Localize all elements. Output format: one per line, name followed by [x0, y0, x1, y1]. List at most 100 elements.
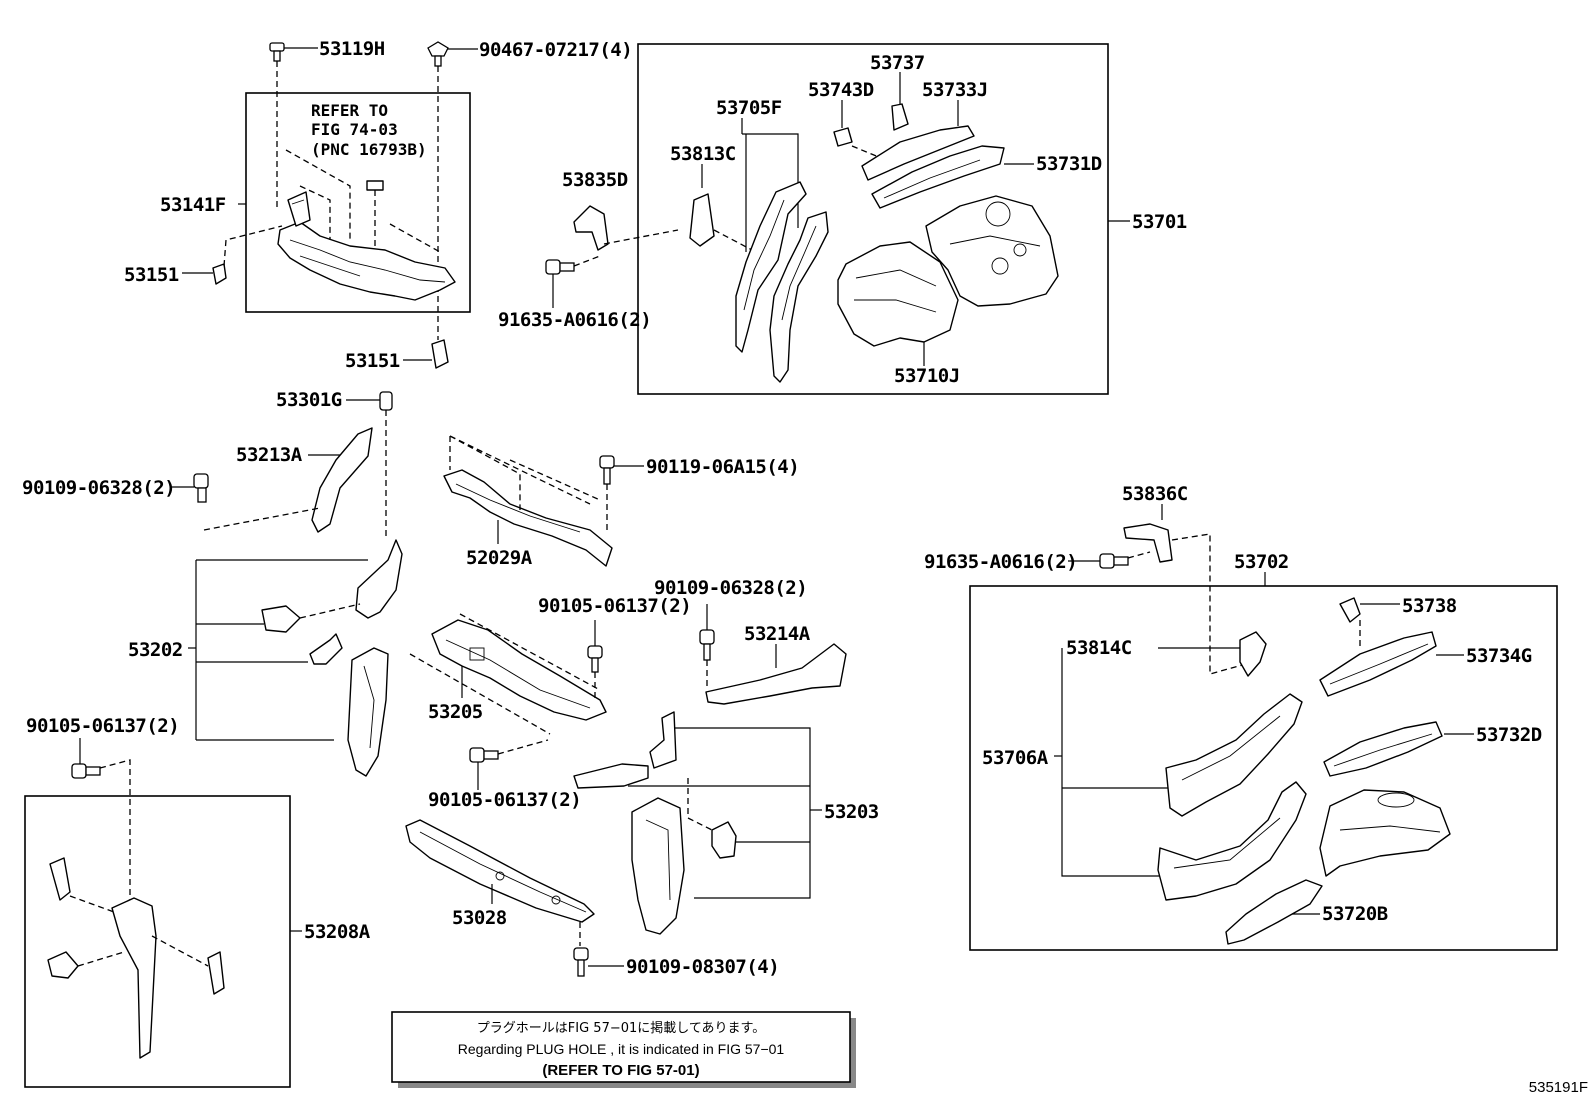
part-53737: [891, 103, 909, 131]
refer-line-1: REFER TO: [311, 101, 388, 120]
part-53203-c: [631, 797, 685, 935]
part-53028: [405, 819, 595, 923]
part-53835D: [573, 205, 609, 251]
label-90109-06328-right: 90109-06328(2): [654, 577, 807, 599]
part-53814C: [1239, 631, 1267, 677]
part-53733J: [861, 125, 975, 181]
part-53738: [1339, 597, 1361, 623]
label-53734G: 53734G: [1466, 645, 1532, 667]
label-53836C: 53836C: [1122, 483, 1188, 505]
part-53141F: [277, 191, 456, 301]
part-53731D: [871, 145, 1005, 209]
part-53208A-d: [207, 951, 225, 995]
bolt-90105-06137-center-icon: [587, 645, 603, 673]
part-53701-tower: [925, 195, 1059, 307]
refer-patch: [366, 180, 384, 191]
bolt-91635-A0616-right-icon: [1099, 553, 1129, 569]
part-52029A: [443, 469, 613, 567]
label-90105-06137-left: 90105-06137(2): [26, 715, 179, 737]
label-53301G: 53301G: [276, 389, 342, 411]
part-53743D: [833, 127, 853, 147]
bolt-90119-06A15-icon: [599, 455, 615, 485]
label-53028: 53028: [452, 907, 507, 929]
part-53705F-right: [769, 211, 829, 383]
label-53701: 53701: [1132, 211, 1187, 233]
part-53208A-b: [111, 897, 157, 1059]
bolt-90105-06137-left-icon: [71, 763, 101, 779]
bolt-53119H-icon: [269, 42, 285, 62]
label-53835D: 53835D: [562, 169, 628, 191]
part-53836C: [1123, 523, 1173, 563]
clip-90467-icon: [427, 41, 449, 67]
part-53720B: [1225, 879, 1323, 945]
label-53733J: 53733J: [922, 79, 988, 101]
refer-line-3: (PNC 16793B): [311, 140, 427, 159]
part-53301G: [379, 391, 393, 411]
label-90105-06137-center: 90105-06137(2): [538, 595, 691, 617]
label-53119H: 53119H: [319, 38, 385, 60]
label-53706A: 53706A: [982, 747, 1049, 769]
note-en: Regarding PLUG HOLE , it is indicated in…: [458, 1041, 785, 1057]
bolt-90109-08307-icon: [573, 947, 589, 977]
group-box-53208A: [24, 795, 291, 1088]
label-53813C: 53813C: [670, 143, 736, 165]
label-91635-A0616-right: 91635-A0616(2): [924, 551, 1077, 573]
label-53743D: 53743D: [808, 79, 874, 101]
part-53151-left: [212, 263, 227, 285]
part-53734G: [1319, 631, 1437, 697]
label-90109-08307: 90109-08307(4): [626, 956, 779, 978]
label-53203: 53203: [824, 801, 879, 823]
note-ref: (REFER TO FIG 57-01): [542, 1062, 699, 1079]
figure-id: 535191F: [1529, 1079, 1588, 1096]
part-53202-b: [261, 605, 301, 633]
label-90467-07217: 90467-07217(4): [479, 39, 632, 61]
bolt-90109-06328-left-icon: [193, 473, 209, 503]
label-53202: 53202: [128, 639, 183, 661]
part-53702-tower: [1319, 789, 1451, 877]
part-53706A-lower: [1157, 781, 1307, 901]
label-53737: 53737: [870, 52, 925, 74]
part-53203-b: [573, 763, 649, 789]
bolt-91635-A0616-icon: [545, 259, 575, 275]
label-53710J: 53710J: [894, 365, 960, 387]
label-53731D: 53731D: [1036, 153, 1102, 175]
label-91635-A0616-top: 91635-A0616(2): [498, 309, 651, 331]
part-53813C: [689, 193, 715, 247]
label-53738: 53738: [1402, 595, 1457, 617]
group-box-53141F: [245, 92, 471, 313]
label-53814C: 53814C: [1066, 637, 1132, 659]
label-90105-06137-bottom: 90105-06137(2): [428, 789, 581, 811]
label-53141F: 53141F: [160, 194, 226, 216]
label-53214A: 53214A: [744, 623, 811, 645]
bolt-90109-06328-right-icon: [699, 629, 715, 661]
label-53720B: 53720B: [1322, 903, 1388, 925]
note-jp: プラグホールはFIG 57−01に掲載してあります。: [477, 1020, 765, 1036]
label-90109-06328-left: 90109-06328(2): [22, 477, 175, 499]
label-53213A: 53213A: [236, 444, 303, 466]
part-53202-a: [355, 539, 403, 619]
part-53205: [431, 619, 607, 721]
part-53208A-c: [47, 951, 79, 979]
label-53205: 53205: [428, 701, 483, 723]
label-53732D: 53732D: [1476, 724, 1542, 746]
part-53213A: [311, 427, 373, 533]
label-53151-left: 53151: [124, 264, 179, 286]
refer-line-2: FIG 74-03: [311, 120, 398, 139]
label-53702: 53702: [1234, 551, 1289, 573]
part-53202-d: [347, 647, 389, 777]
group-box-53701: [637, 43, 1109, 395]
part-53705F-left: [735, 181, 807, 353]
part-53202-c: [309, 633, 343, 665]
part-53214A: [705, 643, 847, 705]
label-53151-right: 53151: [345, 350, 400, 372]
label-90119-06A15: 90119-06A15(4): [646, 456, 799, 478]
plug-hole-note: プラグホールはFIG 57−01に掲載してあります。 Regarding PLU…: [391, 1011, 856, 1088]
part-53203-d: [711, 821, 737, 859]
label-52029A: 52029A: [466, 547, 533, 569]
label-53705F: 53705F: [716, 97, 782, 119]
part-53706A-upper: [1165, 693, 1303, 817]
part-53151-right: [431, 339, 449, 369]
part-53208A-a: [49, 857, 71, 901]
